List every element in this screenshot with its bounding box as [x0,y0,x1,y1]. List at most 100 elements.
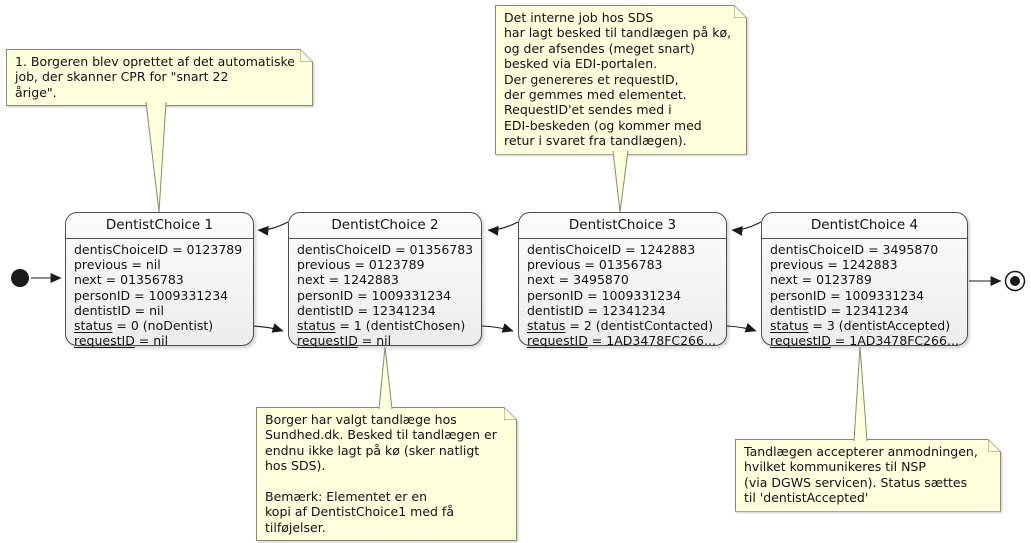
attr-value: = 0123789 [168,242,243,257]
attr-value: = 1 (dentistChosen) [335,318,466,334]
attr-key: dentisChoiceID [770,242,865,257]
attr-value: = 01356783 [391,242,474,257]
note-text: Borger har valgt tandlæge hos Sundhed.dk… [265,412,497,535]
note-fold-icon [988,439,1001,452]
attr-line: personID = 1009331234 [297,288,473,303]
attr-key: status [74,318,113,334]
attr-key: requestID [770,333,831,349]
transition-arrow-2-to-1 [257,221,289,236]
attr-line: status = 3 (dentistAccepted) [770,318,959,333]
attr-value: = 1242883 [324,272,399,288]
attr-line: personID = 1009331234 [527,288,718,303]
attr-value: = 0 (noDentist) [112,318,214,334]
attr-line: next = 1242883 [297,272,473,287]
attr-key: previous [297,257,351,273]
attr-value: = 1009331234 [130,287,229,303]
attr-line: next = 3495870 [527,272,718,287]
attr-key: requestID [74,333,135,349]
attr-key: next [527,272,555,288]
attr-value: = nil [127,257,161,273]
attr-value: = 12341234 [826,302,909,318]
attr-key: next [770,272,798,288]
attr-key: dentisChoiceID [74,242,169,257]
note-fold-icon [300,49,313,62]
attr-value: = 1009331234 [353,287,452,303]
attr-value: = 3495870 [864,242,939,257]
attr-line: requestID = 1AD3478FC266... [527,333,718,348]
attr-key: previous [74,257,128,273]
attr-value: = 1242883 [823,257,898,273]
transition-arrow-3-to-4 [726,323,757,333]
state-attributes: dentisChoiceID = 01356783 previous = 012… [289,239,481,348]
transition-arrow-3-to-2 [487,221,519,236]
state-title: DentistChoice 3 [519,213,726,239]
state-title: DentistChoice 4 [762,213,967,239]
attr-value: = 1AD3478FC266... [587,333,716,349]
attr-value: = 12341234 [353,302,436,318]
attr-key: dentistID [74,302,131,318]
attr-key: status [770,318,809,334]
attr-value: = nil [134,333,169,349]
attr-key: previous [770,257,824,273]
attr-line: requestID = nil [74,333,245,348]
state-attributes: dentisChoiceID = 0123789 previous = nil … [66,239,253,348]
attr-key: dentistID [297,302,354,318]
attr-key: status [527,318,566,334]
attr-line: requestID = nil [297,333,473,348]
state-attributes: dentisChoiceID = 3495870 previous = 1242… [762,239,967,348]
attr-value: = 12341234 [583,302,666,318]
attr-value: = 01356783 [580,257,663,273]
attr-key: requestID [527,333,588,349]
attr-line: dentistID = 12341234 [527,303,718,318]
attr-line: dentisChoiceID = 3495870 [770,242,959,257]
attr-key: next [297,272,325,288]
final-state-dot-icon [1010,276,1020,286]
note-fold-icon [504,407,517,420]
state-attributes: dentisChoiceID = 1242883 previous = 0135… [519,239,726,348]
initial-state-icon [11,269,29,287]
attr-line: previous = 0123789 [297,257,473,272]
note-fold-icon [734,5,747,18]
attr-line: dentisChoiceID = 1242883 [527,242,718,257]
attr-line: dentistID = nil [74,303,245,318]
note-dentist-accepted: Tandlægen accepterer anmodningen, hvilke… [735,439,1001,512]
state-dentistchoice-4: DentistChoice 4 dentisChoiceID = 3495870… [761,212,968,348]
attr-value: = 1009331234 [826,287,925,303]
attr-line: previous = 1242883 [770,257,959,272]
state-title: DentistChoice 1 [66,213,253,239]
attr-value: = 3495870 [554,272,629,288]
attr-key: dentistID [770,302,827,318]
attr-key: personID [770,287,827,303]
attr-line: dentisChoiceID = 0123789 [74,242,245,257]
transition-arrow-2-to-3 [481,323,514,333]
attr-value: = 1009331234 [583,287,682,303]
note-sds-queue-edi: Det interne job hos SDS har lagt besked … [495,5,747,155]
attr-line: status = 0 (noDentist) [74,318,245,333]
attr-key: next [74,272,102,288]
state-dentistchoice-1: DentistChoice 1 dentisChoiceID = 0123789… [65,212,254,348]
state-dentistchoice-2: DentistChoice 2 dentisChoiceID = 0135678… [288,212,482,348]
attr-line: previous = nil [74,257,245,272]
attr-line: next = 01356783 [74,272,245,287]
attr-line: dentistID = 12341234 [770,303,959,318]
attr-line: status = 1 (dentistChosen) [297,318,473,333]
attr-key: status [297,318,336,334]
transition-arrow-4-to-3 [731,221,762,236]
attr-line: previous = 01356783 [527,257,718,272]
attr-key: dentistID [527,302,584,318]
attr-key: requestID [297,333,358,349]
note-text: 1. Borgeren blev oprettet af det automat… [15,54,295,100]
attr-value: = 1242883 [621,242,696,257]
attr-value: = 2 (dentistContacted) [565,318,714,334]
attr-key: personID [527,287,584,303]
attr-value: = 01356783 [101,272,184,288]
note-created-by-job: 1. Borgeren blev oprettet af det automat… [6,49,313,106]
attr-value: = 1AD3478FC266... [830,333,959,349]
state-dentistchoice-3: DentistChoice 3 dentisChoiceID = 1242883… [518,212,727,348]
note-dentist-chosen: Borger har valgt tandlæge hos Sundhed.dk… [256,407,517,541]
attr-key: previous [527,257,581,273]
attr-value: = nil [130,302,164,318]
transition-arrow-1-to-2 [252,323,284,333]
